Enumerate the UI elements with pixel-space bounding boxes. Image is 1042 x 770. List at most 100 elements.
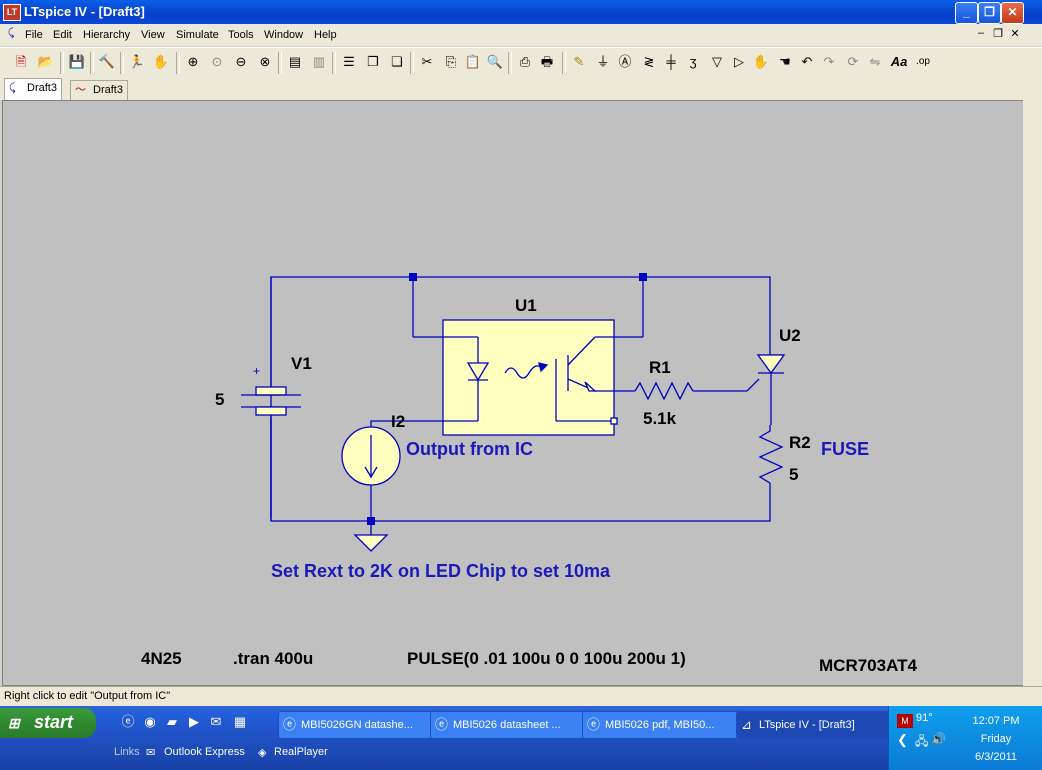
u2-scr[interactable]: [756, 354, 786, 425]
network-icon[interactable]: 🖧: [915, 734, 929, 748]
drag-icon[interactable]: ☚: [779, 54, 791, 69]
clock[interactable]: 12:07 PM Friday 6/3/2011: [953, 712, 1039, 766]
pulse-value[interactable]: PULSE(0 .01 100u 0 0 100u 200u 1): [407, 649, 686, 668]
link-realplayer[interactable]: RealPlayer: [274, 746, 328, 758]
run-icon[interactable]: 🏃: [128, 54, 146, 69]
menu-simulate[interactable]: Simulate: [176, 29, 219, 41]
diode-icon[interactable]: ▽: [712, 54, 722, 69]
find-icon[interactable]: 🔍: [486, 54, 504, 69]
halt-icon[interactable]: ✋: [152, 54, 170, 69]
tab-waveform[interactable]: 〜 Draft3: [70, 80, 128, 100]
schematic-drawing[interactable]: U1 U2 V1 5 + R1 5.1k R2 5 I2 Output from…: [3, 101, 1023, 685]
ie-alt-icon[interactable]: ◉: [144, 714, 156, 729]
taskbar-button-2[interactable]: ⓔ MBI5026 datasheet ...: [430, 711, 594, 739]
temperature-reading[interactable]: 91°: [916, 712, 933, 724]
resistor-icon[interactable]: ≷: [643, 54, 655, 69]
r2-label[interactable]: R2: [789, 433, 811, 452]
folder-icon[interactable]: ▰: [167, 714, 177, 729]
taskbar-button-1[interactable]: ⓔ MBI5026GN datashe...: [278, 711, 446, 739]
start-button[interactable]: ⊞ start: [0, 708, 96, 738]
undo-icon[interactable]: ↶: [801, 54, 813, 69]
r2-resistor[interactable]: [758, 425, 784, 484]
v1-voltage-source[interactable]: [241, 277, 301, 521]
r1-label[interactable]: R1: [649, 358, 671, 377]
u1-optocoupler-body[interactable]: [442, 319, 615, 436]
close-button[interactable]: ✕: [1001, 2, 1024, 24]
r1-resistor[interactable]: [634, 381, 694, 401]
menu-file[interactable]: File: [25, 29, 43, 41]
mdi-minimize-button[interactable]: –: [977, 27, 985, 39]
cut-icon[interactable]: ✂: [421, 54, 433, 69]
rotate-icon[interactable]: ⟳: [847, 54, 859, 69]
menu-window[interactable]: Window: [264, 29, 304, 41]
mcafee-icon[interactable]: M: [897, 714, 913, 728]
mirror-icon[interactable]: ⇋: [869, 54, 881, 69]
minimize-button[interactable]: _: [955, 2, 978, 24]
u2-label[interactable]: U2: [779, 326, 801, 345]
ie-icon[interactable]: ⓔ: [121, 714, 135, 729]
taskbar-button-3[interactable]: ⓔ MBI5026 pdf, MBI50...: [582, 711, 746, 739]
copy-icon[interactable]: ⎘: [445, 54, 457, 69]
capacitor-icon[interactable]: ╪: [666, 54, 676, 69]
menu-help[interactable]: Help: [314, 29, 337, 41]
zoom-out-icon[interactable]: ⊖: [235, 54, 247, 69]
r1-value[interactable]: 5.1k: [643, 409, 677, 428]
tile-vertical-icon[interactable]: ❏: [391, 54, 403, 69]
ground-symbol[interactable]: [353, 534, 389, 552]
paint-icon[interactable]: ▦: [233, 714, 247, 729]
tile-horizontal-icon[interactable]: ☰: [343, 54, 355, 69]
comment-note[interactable]: Set Rext to 2K on LED Chip to set 10ma: [271, 561, 611, 581]
spice-directive-icon[interactable]: .op: [916, 56, 930, 67]
menu-hierarchy[interactable]: Hierarchy: [83, 29, 131, 41]
volume-icon[interactable]: 🔊: [931, 732, 946, 746]
schematic-canvas[interactable]: U1 U2 V1 5 + R1 5.1k R2 5 I2 Output from…: [2, 100, 1024, 686]
u2-part-value[interactable]: MCR703AT4: [819, 656, 917, 675]
tab-schematic[interactable]: ⤹ Draft3: [4, 78, 62, 100]
paste-icon[interactable]: 📋: [464, 54, 482, 69]
text-icon[interactable]: Aa: [890, 54, 908, 69]
label-net-icon[interactable]: Ⓐ: [618, 54, 632, 69]
outlook-icon[interactable]: ✉: [210, 714, 222, 729]
open-icon[interactable]: 📂: [37, 54, 55, 69]
restore-button[interactable]: ❐: [978, 2, 1001, 24]
i2-current-source[interactable]: [341, 426, 401, 486]
v1-label[interactable]: V1: [291, 354, 312, 373]
zoom-in-icon[interactable]: ⊕: [187, 54, 199, 69]
r2-value[interactable]: 5: [789, 465, 798, 484]
inductor-icon[interactable]: ʒ: [689, 54, 697, 69]
i2-label[interactable]: I2: [391, 412, 405, 431]
control-panel-icon[interactable]: 🔨: [98, 54, 116, 69]
ltspice-app-icon[interactable]: LT: [3, 4, 21, 21]
new-schematic-icon[interactable]: 🗎: [15, 54, 27, 69]
delete-trace-icon[interactable]: ▥: [312, 54, 326, 69]
save-icon[interactable]: 💾: [68, 54, 86, 69]
pan-icon[interactable]: ⊙: [211, 54, 223, 69]
autorange-icon[interactable]: ▤: [288, 54, 302, 69]
document-icon[interactable]: ⤹: [7, 27, 15, 39]
v1-value[interactable]: 5: [215, 390, 224, 409]
print-setup-icon[interactable]: ⎙: [519, 54, 531, 69]
taskbar-button-ltspice[interactable]: ⊿ LTspice IV - [Draft3]: [736, 711, 904, 739]
menu-tools[interactable]: Tools: [228, 29, 254, 41]
menu-view[interactable]: View: [141, 29, 165, 41]
vertical-scrollbar[interactable]: [1023, 100, 1042, 686]
tray-expand-icon[interactable]: ❮: [897, 732, 908, 747]
component-icon[interactable]: ▷: [734, 54, 744, 69]
ground-icon[interactable]: ⏚: [596, 54, 610, 69]
cascade-icon[interactable]: ❐: [367, 54, 379, 69]
move-icon[interactable]: ✋: [752, 54, 770, 69]
print-icon[interactable]: 🖶: [540, 54, 554, 69]
net-label-fuse[interactable]: FUSE: [821, 439, 869, 459]
u1-label[interactable]: U1: [515, 296, 537, 315]
link-outlook-express[interactable]: Outlook Express: [164, 746, 245, 758]
zoom-fit-icon[interactable]: ⊗: [259, 54, 271, 69]
mdi-close-button[interactable]: ✕: [1010, 28, 1020, 40]
mdi-restore-button[interactable]: ❐: [993, 28, 1003, 40]
draw-wire-icon[interactable]: ✎: [573, 54, 585, 69]
media-icon[interactable]: ▶: [189, 714, 199, 729]
tran-directive[interactable]: .tran 400u: [233, 649, 313, 668]
u1-part-value[interactable]: 4N25: [141, 649, 182, 668]
net-label-output[interactable]: Output from IC: [406, 439, 533, 459]
menu-edit[interactable]: Edit: [53, 29, 72, 41]
redo-icon[interactable]: ↷: [823, 54, 835, 69]
